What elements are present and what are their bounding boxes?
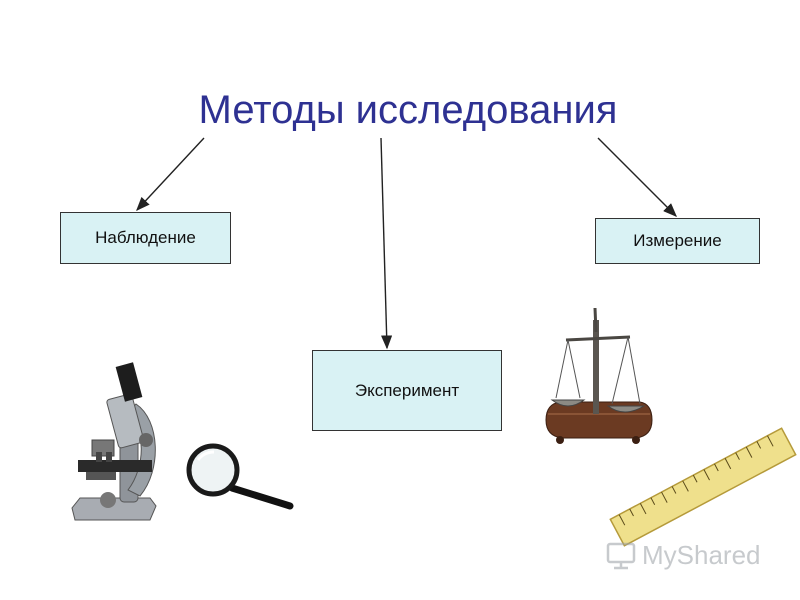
balance-scale-icon (545, 307, 653, 444)
magnifying-glass-icon (186, 443, 294, 510)
experiment-box: Эксперимент (312, 350, 502, 431)
observation-box: Наблюдение (60, 212, 231, 264)
measurement-box: Измерение (595, 218, 760, 264)
projector-icon (606, 542, 636, 570)
watermark-text: MyShared (642, 539, 761, 570)
watermark: MyShared (606, 538, 776, 572)
experiment-label: Эксперимент (354, 380, 460, 400)
measurement-label: Измерение (633, 231, 722, 250)
arrow-to-observation (136, 137, 205, 212)
microscope-icon (71, 362, 157, 521)
arrow-to-measurement (597, 137, 677, 217)
observation-label: Наблюдение (95, 228, 196, 247)
diagram-title: Методы исследования (198, 88, 618, 132)
arrow-to-experiment (380, 137, 393, 350)
ruler-icon (609, 427, 797, 547)
